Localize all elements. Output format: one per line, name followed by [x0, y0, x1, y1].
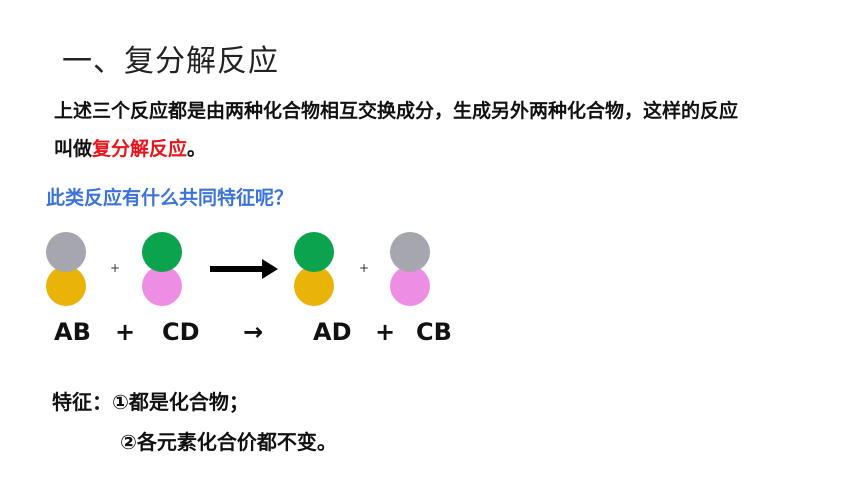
formula-ab: AB	[54, 318, 91, 346]
formula-arrow: →	[243, 318, 264, 346]
slide-title: 一、复分解反应	[62, 44, 279, 79]
definition-suffix: 。	[187, 138, 207, 160]
molecule-ab-b-ball	[46, 266, 86, 306]
feature-line-2: ②各元素化合价都不变。	[120, 430, 337, 454]
molecule-cd-c-ball	[142, 232, 182, 272]
formula-cb: CB	[416, 318, 452, 346]
reaction-arrow-head	[262, 259, 278, 279]
definition-line-1: 上述三个反应都是由两种化合物相互交换成分，生成另外两种化合物，这样的反应	[54, 100, 739, 122]
definition-line-2: 叫做复分解反应。	[54, 134, 206, 161]
definition-highlight: 复分解反应	[92, 138, 188, 160]
molecule-ad-b-ball	[294, 266, 334, 306]
formula-plus-1: +	[115, 318, 136, 346]
diagram-plus-1: +	[110, 261, 121, 275]
formula-plus-2: +	[375, 318, 396, 346]
reaction-arrow-shaft	[210, 266, 264, 272]
definition-prefix: 叫做	[54, 138, 93, 160]
formula-ad: AD	[313, 318, 352, 346]
diagram-plus-2: +	[359, 261, 370, 275]
feature-line-1: 特征：①都是化合物；	[52, 390, 249, 414]
molecule-cd-d-ball	[142, 266, 182, 306]
formula-cd: CD	[162, 318, 200, 346]
molecule-cb-a-ball	[390, 232, 430, 272]
molecule-ab-a-ball	[46, 232, 86, 272]
molecule-cb-d-ball	[390, 266, 430, 306]
molecule-ad-c-ball	[294, 232, 334, 272]
question-text: 此类反应有什么共同特征呢？	[46, 187, 294, 209]
